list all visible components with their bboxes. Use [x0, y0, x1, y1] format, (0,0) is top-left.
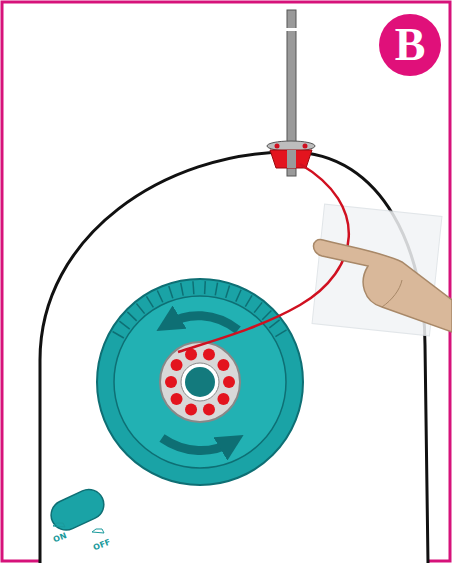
- switch-label: ON: [52, 531, 68, 544]
- wheel-ridge: [119, 321, 129, 329]
- rotation-arrow: [162, 438, 232, 451]
- thread-dot: [171, 393, 183, 405]
- thread-dot: [203, 348, 215, 360]
- thread-spool: [270, 150, 312, 168]
- thread-dot: [171, 359, 183, 371]
- wheel-ridges: [113, 281, 287, 338]
- wheel-ridge: [204, 281, 206, 294]
- bobbin-shaft: [185, 367, 215, 397]
- thread: [178, 164, 349, 352]
- switch-icon: [53, 523, 65, 527]
- rotation-arrow: [168, 316, 238, 330]
- pin-notch: [285, 28, 298, 31]
- step-badge: B: [379, 14, 441, 76]
- wheel-ridge: [169, 286, 173, 298]
- step-letter: B: [379, 14, 441, 76]
- spool-pin: [287, 10, 296, 176]
- wheel-ridge: [262, 311, 271, 320]
- bobbin-ring: [181, 363, 219, 401]
- thread-dot: [165, 376, 177, 388]
- wheel-ridge: [226, 285, 230, 297]
- wheel-ridge: [146, 296, 153, 307]
- wheel-ridge: [275, 330, 286, 337]
- wheel-ridge: [192, 281, 194, 294]
- hand: [313, 240, 452, 332]
- thread-dot: [203, 404, 215, 416]
- wheel-ridge: [236, 290, 241, 302]
- thread-dot: [185, 404, 197, 416]
- washer-dot: [303, 144, 308, 149]
- bobbin-thread-dots: [165, 348, 235, 415]
- winder-wheel: [97, 279, 303, 485]
- thread-dot: [217, 393, 229, 405]
- wheel-ridge: [113, 332, 124, 339]
- switch-label: OFF: [92, 537, 112, 552]
- wheel-ridge: [269, 320, 279, 328]
- badge-circle: [379, 14, 441, 76]
- wheel-ridge: [157, 290, 162, 302]
- wheel-ridge: [245, 295, 252, 306]
- wheel-ridge: [127, 312, 136, 321]
- hand-crease: [382, 280, 402, 307]
- spool-pin: [287, 150, 296, 168]
- wheel-ridge: [215, 283, 217, 296]
- thread-dot: [217, 359, 229, 371]
- bobbin: [160, 342, 240, 422]
- switch-icon: [92, 529, 104, 533]
- wheel-ridge: [136, 304, 144, 314]
- wheel-ridge: [254, 302, 262, 312]
- wheel-ridge: [181, 283, 183, 296]
- winder-hub: [114, 296, 286, 468]
- washer-dot: [275, 144, 280, 149]
- thread-dot: [223, 376, 235, 388]
- winder-switch: [46, 485, 109, 535]
